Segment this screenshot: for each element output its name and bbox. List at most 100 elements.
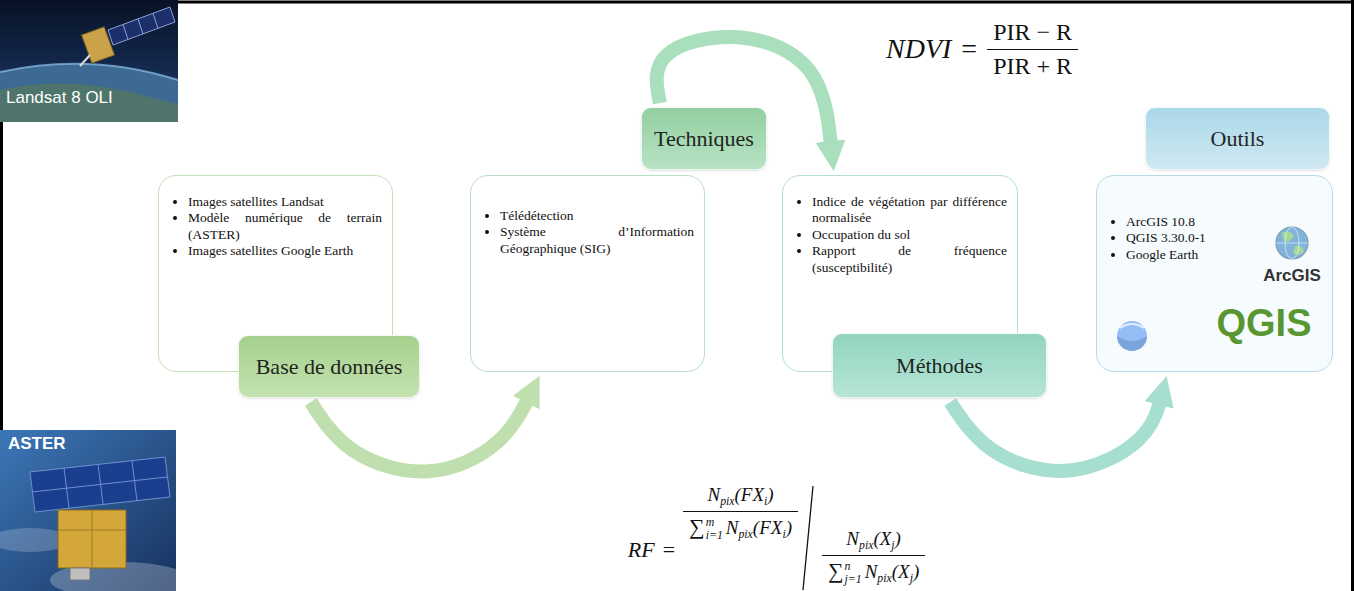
section-title: Méthodes — [896, 353, 983, 379]
formula-term: i — [782, 528, 785, 541]
logo-text: ArcGIS — [1263, 266, 1321, 286]
formula-term: N — [865, 561, 878, 582]
formula-term: = — [961, 33, 977, 65]
earth-surface — [0, 64, 178, 122]
bullet-item: Google Earth — [1126, 247, 1261, 263]
logo-text: QGIS — [1216, 302, 1311, 345]
bullet-list: Images satellites LandsatModèle numériqu… — [171, 194, 382, 260]
atmosphere — [0, 64, 178, 80]
bullet-item: Indice de végétation par différence norm… — [812, 194, 1007, 227]
formula-term: (FX — [735, 484, 765, 505]
formula-term: (X — [892, 561, 910, 582]
aster-image — [0, 430, 190, 591]
section-tab: Méthodes — [832, 333, 1047, 398]
bullet-list: Indice de végétation par différence norm… — [795, 194, 1007, 276]
section-title: Techniques — [654, 126, 754, 152]
formula-term: N — [726, 517, 739, 538]
section-tab: Techniques — [641, 107, 767, 170]
formula-term: ) — [786, 517, 792, 538]
formula-term: RF — [628, 537, 655, 562]
image-caption: ASTER — [8, 434, 66, 453]
satellite-body — [58, 510, 126, 568]
frame-line — [1351, 0, 1354, 591]
denominator: ∑i=1mNpix(FXi) — [683, 511, 798, 542]
bullet-item: Images satellites Google Earth — [188, 243, 382, 259]
bullet-list: TélédétectionSystème d’Information Géogr… — [483, 208, 694, 257]
formula-term: N — [707, 484, 720, 505]
content-box: TélédétectionSystème d’Information Géogr… — [470, 175, 705, 372]
formula-term: j — [910, 572, 913, 585]
formula-term: pix — [877, 572, 891, 585]
fraction: Npix(Xj) ∑j=1nNpix(Xj) — [822, 528, 925, 586]
formula-term: j — [891, 539, 894, 552]
bullet-item: Rapport de fréquence (susceptibilité) — [812, 243, 1007, 276]
formula-term: RF — [628, 537, 655, 563]
formula-term: ) — [895, 528, 901, 549]
flow-arrow — [950, 395, 1161, 471]
formula-term: i=1 — [706, 530, 723, 542]
bullet-list: ArcGIS 10.8QGIS 3.30.0-1Google Earth — [1109, 214, 1261, 263]
bullet-item: Système d’Information Géographique (SIG) — [500, 224, 694, 257]
formula-term: n — [845, 561, 862, 573]
formula-term: pix — [738, 528, 752, 541]
formula-term: (X — [873, 528, 891, 549]
formula-term: NDVI — [886, 33, 951, 65]
bullet-item: Occupation du sol — [812, 227, 1007, 243]
section-tab: Outils — [1145, 107, 1330, 170]
flow-arrow — [311, 394, 531, 472]
numerator: Npix(FXi) — [701, 484, 779, 511]
formula-term: j=1 — [845, 574, 862, 586]
formula-term: ) — [767, 484, 773, 505]
logo-text: ArcGIS — [1263, 266, 1321, 285]
bullet-item: Modèle numérique de terrain (ASTER) — [188, 210, 382, 243]
fraction: PIR − R PIR + R — [987, 18, 1078, 81]
denominator: PIR + R — [987, 49, 1078, 81]
formula-term: ∑ — [689, 515, 705, 539]
formula-term: PIR − R — [993, 19, 1072, 45]
formula-term: (FX — [753, 517, 783, 538]
fraction-slash — [803, 486, 813, 590]
section-tab: Base de données — [238, 335, 420, 398]
formula-term: m — [706, 517, 723, 529]
formula-term: pix — [859, 539, 873, 552]
fraction: Npix(FXi) ∑i=1mNpix(FXi) — [683, 484, 798, 542]
sum-limits: j=1n — [845, 561, 862, 586]
rf-formula: RF = — [628, 537, 675, 563]
formula-term: pix — [720, 495, 734, 508]
panel-grid — [123, 14, 158, 40]
formula-term: ∑ — [828, 559, 844, 583]
section-title: Outils — [1211, 126, 1265, 152]
bullet-item: ArcGIS 10.8 — [1126, 214, 1261, 230]
landsat-image — [0, 0, 178, 122]
space-background — [0, 0, 178, 122]
numerator: PIR − R — [987, 18, 1078, 49]
solar-panel — [30, 457, 170, 512]
logo-text: QGIS — [1216, 302, 1311, 344]
antenna — [80, 55, 90, 66]
sum-limits: i=1m — [706, 517, 723, 542]
formula-term: = — [663, 537, 675, 563]
formula-term: i — [764, 495, 767, 508]
bullet-item: Télédétection — [500, 208, 694, 224]
foil-seam — [58, 510, 126, 568]
solar-panel — [108, 7, 175, 45]
formula-term: = — [663, 537, 675, 562]
formula-term: NDVI — [886, 33, 951, 64]
land-mass — [0, 83, 178, 122]
formula-term: = — [961, 33, 977, 64]
bullet-item: QGIS 3.30.0-1 — [1126, 230, 1261, 246]
image-caption: Landsat 8 OLI — [6, 88, 113, 107]
instrument — [70, 568, 90, 580]
panel-grid — [32, 461, 167, 508]
section-title: Base de données — [256, 354, 403, 380]
denominator: ∑j=1nNpix(Xj) — [822, 555, 925, 586]
ndvi-formula: NDVI = PIR − R PIR + R — [886, 18, 1078, 81]
numerator: Npix(Xj) — [840, 528, 907, 555]
formula-term: PIR + R — [993, 53, 1072, 79]
formula-term: N — [846, 528, 859, 549]
formula-term: ) — [913, 561, 919, 582]
image-caption: Landsat 8 OLI — [6, 88, 113, 108]
